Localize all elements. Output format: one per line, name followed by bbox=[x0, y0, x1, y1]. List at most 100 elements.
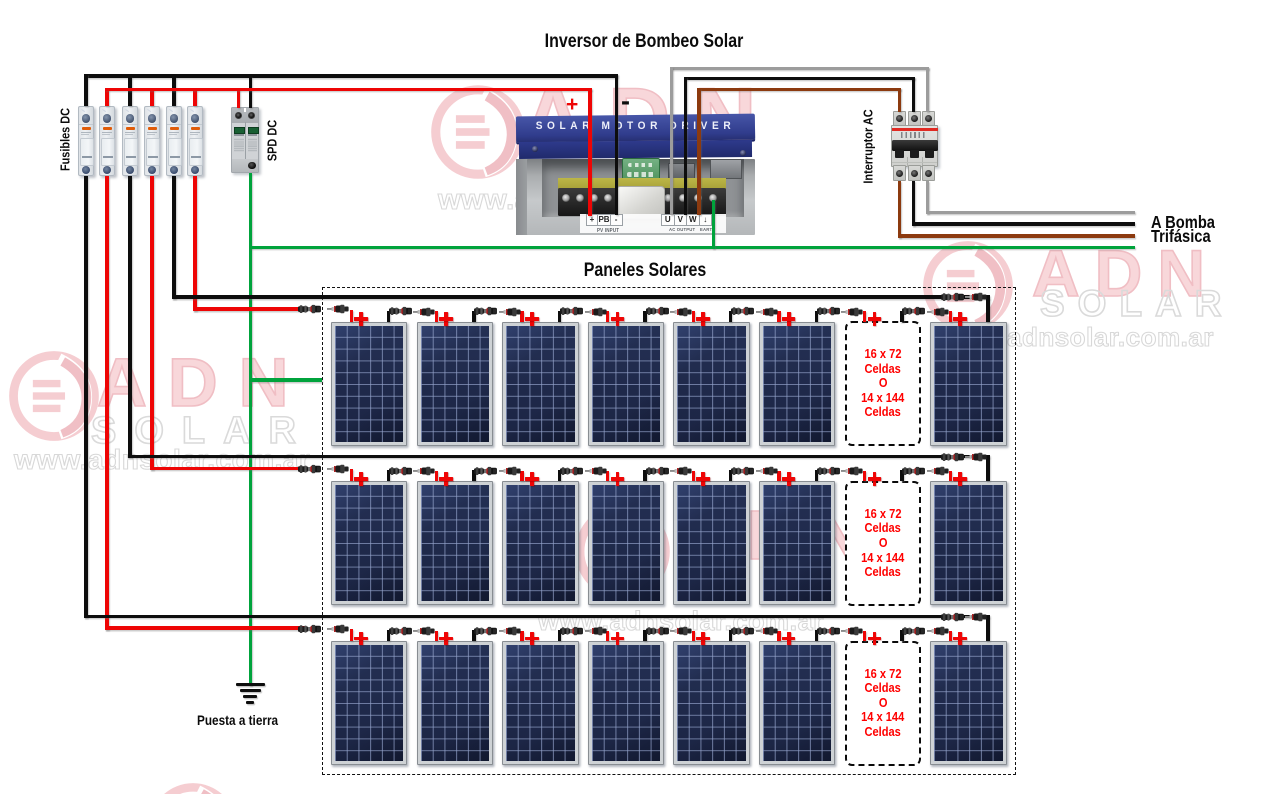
mc4-connector-pair bbox=[474, 626, 498, 635]
fuse-tl2 bbox=[102, 134, 111, 136]
plus-horizontal-bar bbox=[610, 477, 625, 481]
panel-positive-stub bbox=[691, 311, 696, 322]
mc4-connector-pair bbox=[731, 307, 755, 316]
screw-icon bbox=[532, 146, 538, 152]
solar-panel bbox=[930, 481, 1007, 606]
adn-logo-icon bbox=[148, 782, 238, 794]
fuse-screw bbox=[147, 166, 156, 174]
fuse-slot bbox=[168, 108, 173, 113]
solar-panel bbox=[502, 641, 579, 765]
plus-polarity-mark bbox=[610, 472, 625, 486]
panel-negative-stub bbox=[729, 630, 733, 641]
earth-caption: EARTH bbox=[700, 227, 716, 232]
watermark-url-right: adnsolar.com.ar bbox=[1006, 322, 1214, 352]
fuse-tl2 bbox=[147, 134, 156, 136]
spd-module-divider bbox=[244, 122, 246, 160]
fuse-dot bbox=[147, 114, 157, 123]
fuse-dot bbox=[125, 114, 135, 123]
panel-cells bbox=[677, 485, 746, 602]
panel-negative-stub bbox=[557, 470, 562, 482]
panel-positive-stub bbox=[349, 309, 353, 322]
dc-fuse-2 bbox=[98, 106, 116, 176]
panel-negative-stub bbox=[729, 310, 733, 322]
spd-terminal bbox=[235, 112, 243, 119]
plus-polarity-mark bbox=[354, 312, 368, 326]
panel-positive-stub bbox=[948, 470, 952, 482]
mc4-connector bbox=[841, 467, 864, 476]
mc4-connector bbox=[584, 626, 607, 636]
plus-polarity-mark bbox=[953, 312, 967, 326]
earth-wire-inverter bbox=[711, 200, 715, 250]
ground-bar-1 bbox=[235, 682, 265, 686]
spd-status-window bbox=[247, 126, 259, 134]
solar-panel bbox=[331, 481, 408, 606]
inverter-cover-edge bbox=[518, 139, 753, 160]
mc4-connector-pair bbox=[941, 293, 964, 302]
solar-panel bbox=[759, 481, 836, 606]
pump-label-line1: A Bomba bbox=[1151, 211, 1215, 232]
plus-horizontal-bar bbox=[354, 636, 368, 641]
dc-bus-drop-spd bbox=[248, 76, 252, 108]
fuse-tl2 bbox=[81, 134, 90, 136]
fuse-tl1 bbox=[125, 131, 136, 133]
mc4-connector-pair bbox=[816, 466, 840, 476]
mc4-connector bbox=[584, 307, 607, 316]
panel-positive-stub bbox=[948, 311, 952, 322]
dc-fuse-4 bbox=[143, 106, 161, 176]
plus-polarity-mark bbox=[696, 312, 710, 326]
panel-note-line: 14 x 144 bbox=[861, 709, 905, 725]
fuse-tl1 bbox=[102, 131, 113, 133]
spd-terminal bbox=[248, 112, 256, 119]
connector-holes bbox=[627, 172, 656, 177]
panel-negative-stub bbox=[900, 310, 904, 322]
terminal-screw-icon bbox=[709, 194, 717, 202]
fuse-dot bbox=[81, 114, 91, 123]
plus-horizontal-bar bbox=[610, 636, 625, 641]
mc4-connector bbox=[326, 624, 349, 634]
ac-terminal-label: V bbox=[675, 215, 687, 225]
mc4-connector-pair bbox=[645, 626, 669, 635]
mc4-connector bbox=[498, 307, 521, 316]
fuse-dot bbox=[102, 114, 112, 123]
mc4-connector-pair bbox=[731, 466, 755, 476]
mc4-connector bbox=[413, 467, 435, 476]
fuse-tl1 bbox=[81, 131, 92, 133]
mc4-connector bbox=[755, 467, 778, 476]
solar-panel bbox=[502, 321, 579, 446]
terminal-screw-icon bbox=[576, 194, 584, 202]
panel-cells bbox=[506, 645, 575, 761]
solar-panel bbox=[673, 321, 750, 446]
panel-negative-stub bbox=[643, 470, 647, 482]
fuse-carrier-line bbox=[191, 156, 201, 158]
dc-bus-drop-fuse6 bbox=[193, 89, 197, 106]
mc4-connector-pair bbox=[474, 466, 498, 476]
panel-cells bbox=[763, 485, 832, 602]
mc4-connector bbox=[927, 307, 949, 316]
panel-cells bbox=[934, 485, 1003, 602]
screw-icon bbox=[896, 170, 904, 177]
fuse-carrier-line bbox=[170, 156, 180, 158]
plus-horizontal-bar bbox=[610, 317, 625, 322]
pv-terminal-label: PB bbox=[598, 215, 611, 225]
ac-wire-black-up bbox=[683, 76, 688, 215]
connector-pins bbox=[628, 163, 655, 167]
dc-minus-label: - bbox=[621, 86, 630, 116]
string2-last-panel-drop bbox=[986, 457, 990, 482]
screw-icon bbox=[925, 170, 933, 177]
mc4-connector bbox=[670, 307, 692, 316]
mc4-connector-pair bbox=[902, 307, 926, 316]
fuse-screw bbox=[190, 166, 199, 174]
watermark-adn-right: ADN bbox=[1031, 236, 1220, 310]
plus-polarity-mark bbox=[781, 472, 796, 486]
plus-polarity-mark bbox=[525, 631, 539, 646]
fuse-brand bbox=[147, 127, 157, 130]
plus-polarity-mark bbox=[354, 631, 368, 646]
fuse-slot bbox=[124, 108, 129, 113]
mc4-connector-pair bbox=[645, 466, 669, 476]
dc-fuse-5 bbox=[165, 106, 183, 176]
panel-cells bbox=[677, 645, 746, 761]
inverter-port bbox=[710, 159, 742, 179]
string1-positive-drop bbox=[193, 175, 197, 311]
plus-polarity-mark bbox=[867, 631, 882, 646]
